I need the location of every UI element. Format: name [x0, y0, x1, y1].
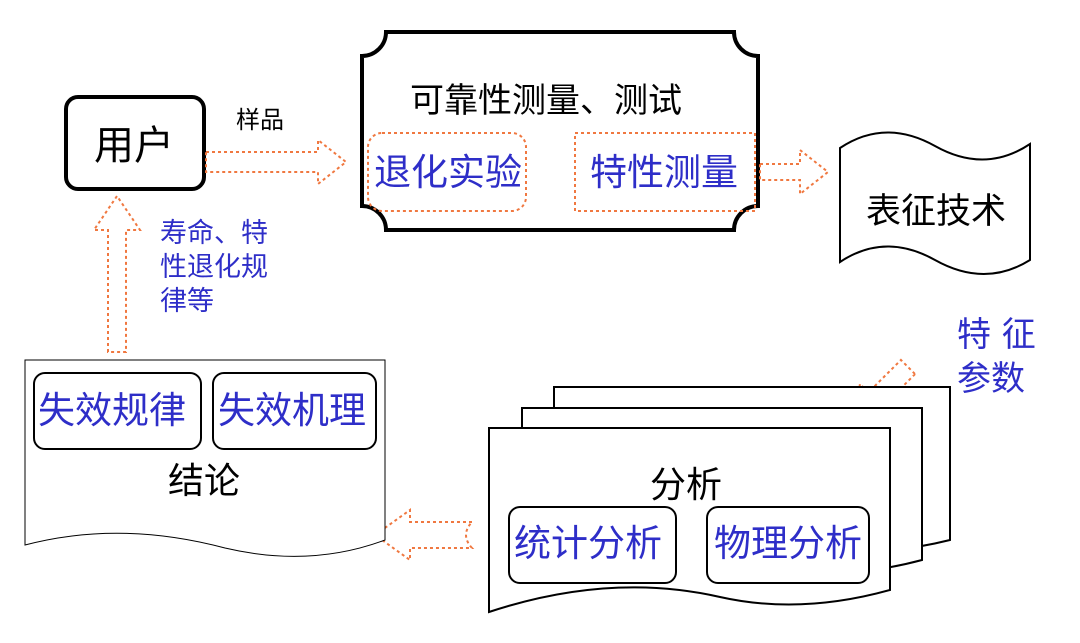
user-label: 用户: [94, 123, 174, 169]
reliability-to-characterization-arrow: [759, 147, 830, 197]
physical-analysis-box: [706, 506, 870, 584]
degradation-test-box: [367, 132, 527, 212]
statistical-analysis-box: [508, 506, 677, 584]
sample-label: 样品: [236, 106, 284, 134]
failure-law-label: 失效规律: [38, 389, 186, 432]
failure-mechanism-box: [212, 372, 377, 450]
reliability-title: 可靠性测量、测试: [410, 81, 682, 121]
sample-arrow: [205, 137, 348, 187]
failure-law-box: [33, 372, 202, 450]
feedback-label-3: 律等: [160, 286, 214, 317]
property-measure-label: 特性测量: [590, 151, 738, 194]
analysis-title: 分析: [650, 465, 723, 506]
property-measure-box: [574, 132, 756, 212]
conclusion-title: 结论: [168, 461, 241, 502]
characterization-shape: [839, 131, 1031, 275]
analysis-to-conclusion-arrow: [373, 508, 475, 562]
characterization-label: 表征技术: [866, 192, 1007, 232]
feedback-arrow: [92, 194, 142, 353]
feedback-label-1: 寿命、特: [160, 218, 268, 249]
physical-analysis-label: 物理分析: [714, 522, 862, 565]
statistical-analysis-label: 统计分析: [514, 522, 662, 565]
failure-mechanism-label: 失效机理: [218, 389, 366, 432]
user-box: [64, 95, 206, 191]
reliability-box: [360, 30, 760, 232]
feature-params-label-2: 参数: [957, 359, 1025, 399]
feature-params-label-1: 特 征: [957, 315, 1036, 355]
degradation-test-label: 退化实验: [374, 151, 522, 194]
feedback-label-2: 性退化规: [160, 252, 268, 283]
